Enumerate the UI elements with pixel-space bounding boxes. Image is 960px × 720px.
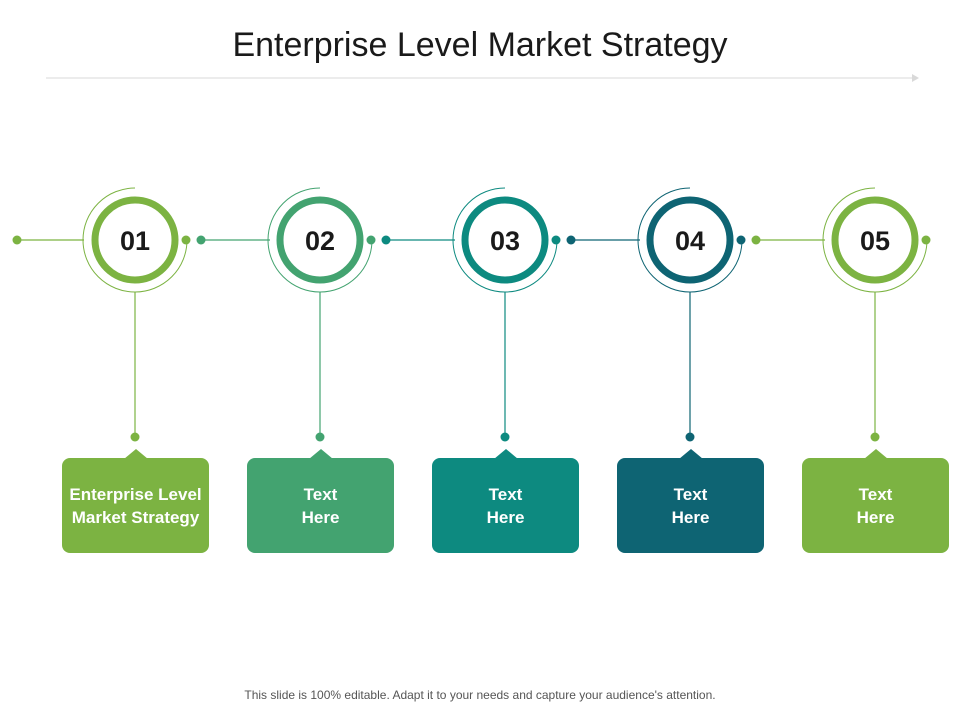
step-ring	[91, 196, 179, 284]
connector-dot	[751, 235, 761, 245]
connector-dot	[551, 235, 561, 245]
step-text-box: Text Here	[247, 449, 394, 553]
footer-note: This slide is 100% editable. Adapt it to…	[244, 688, 716, 702]
connector-dot	[381, 235, 391, 245]
step-node: 04	[637, 187, 761, 442]
step-outer-arc	[637, 187, 743, 293]
step-node: 02	[267, 187, 391, 442]
connector-dot	[566, 235, 576, 245]
step-outer-arc	[822, 187, 928, 293]
step-node: 01	[12, 187, 206, 442]
step-text-line: Here	[301, 507, 340, 527]
step-ring	[831, 196, 919, 284]
step-text-line: Text	[488, 484, 523, 504]
step-ring	[646, 196, 734, 284]
step-text-box: Enterprise Level Market Strategy	[62, 449, 209, 553]
step-text-line: Text	[858, 484, 893, 504]
step-node: 03	[452, 187, 576, 442]
step-ring	[276, 196, 364, 284]
title-divider-arrowhead	[912, 74, 919, 82]
step-text-box: Text Here	[617, 449, 764, 553]
slide-title: Enterprise Level Market Strategy	[232, 26, 728, 64]
step-text-line: Enterprise Level	[69, 484, 202, 504]
step-text-box: Text Here	[802, 449, 949, 553]
step-outer-arc	[267, 187, 373, 293]
step-text-line: Text	[673, 484, 708, 504]
drop-dot	[685, 432, 695, 442]
step-number: 04	[675, 226, 705, 256]
connector-dot	[12, 235, 22, 245]
drop-dot	[500, 432, 510, 442]
drop-dot	[870, 432, 880, 442]
step-text-line: Here	[486, 507, 525, 527]
step-text-line: Here	[856, 507, 895, 527]
step-number: 03	[490, 226, 520, 256]
step-text-box: Text Here	[432, 449, 579, 553]
connector-dot	[921, 235, 931, 245]
step-number: 05	[860, 226, 890, 256]
step-number: 02	[305, 226, 335, 256]
connector-dot	[196, 235, 206, 245]
drop-dot	[315, 432, 325, 442]
connector-dot	[736, 235, 746, 245]
step-text-line: Market Strategy	[71, 507, 200, 527]
step-text-line: Here	[671, 507, 710, 527]
step-ring	[461, 196, 549, 284]
step-outer-arc	[452, 187, 558, 293]
connector-dot	[181, 235, 191, 245]
drop-dot	[130, 432, 140, 442]
step-text-line: Text	[303, 484, 338, 504]
connector-dot	[366, 235, 376, 245]
step-outer-arc	[82, 187, 188, 293]
step-number: 01	[120, 226, 150, 256]
step-node: 05	[822, 187, 931, 442]
